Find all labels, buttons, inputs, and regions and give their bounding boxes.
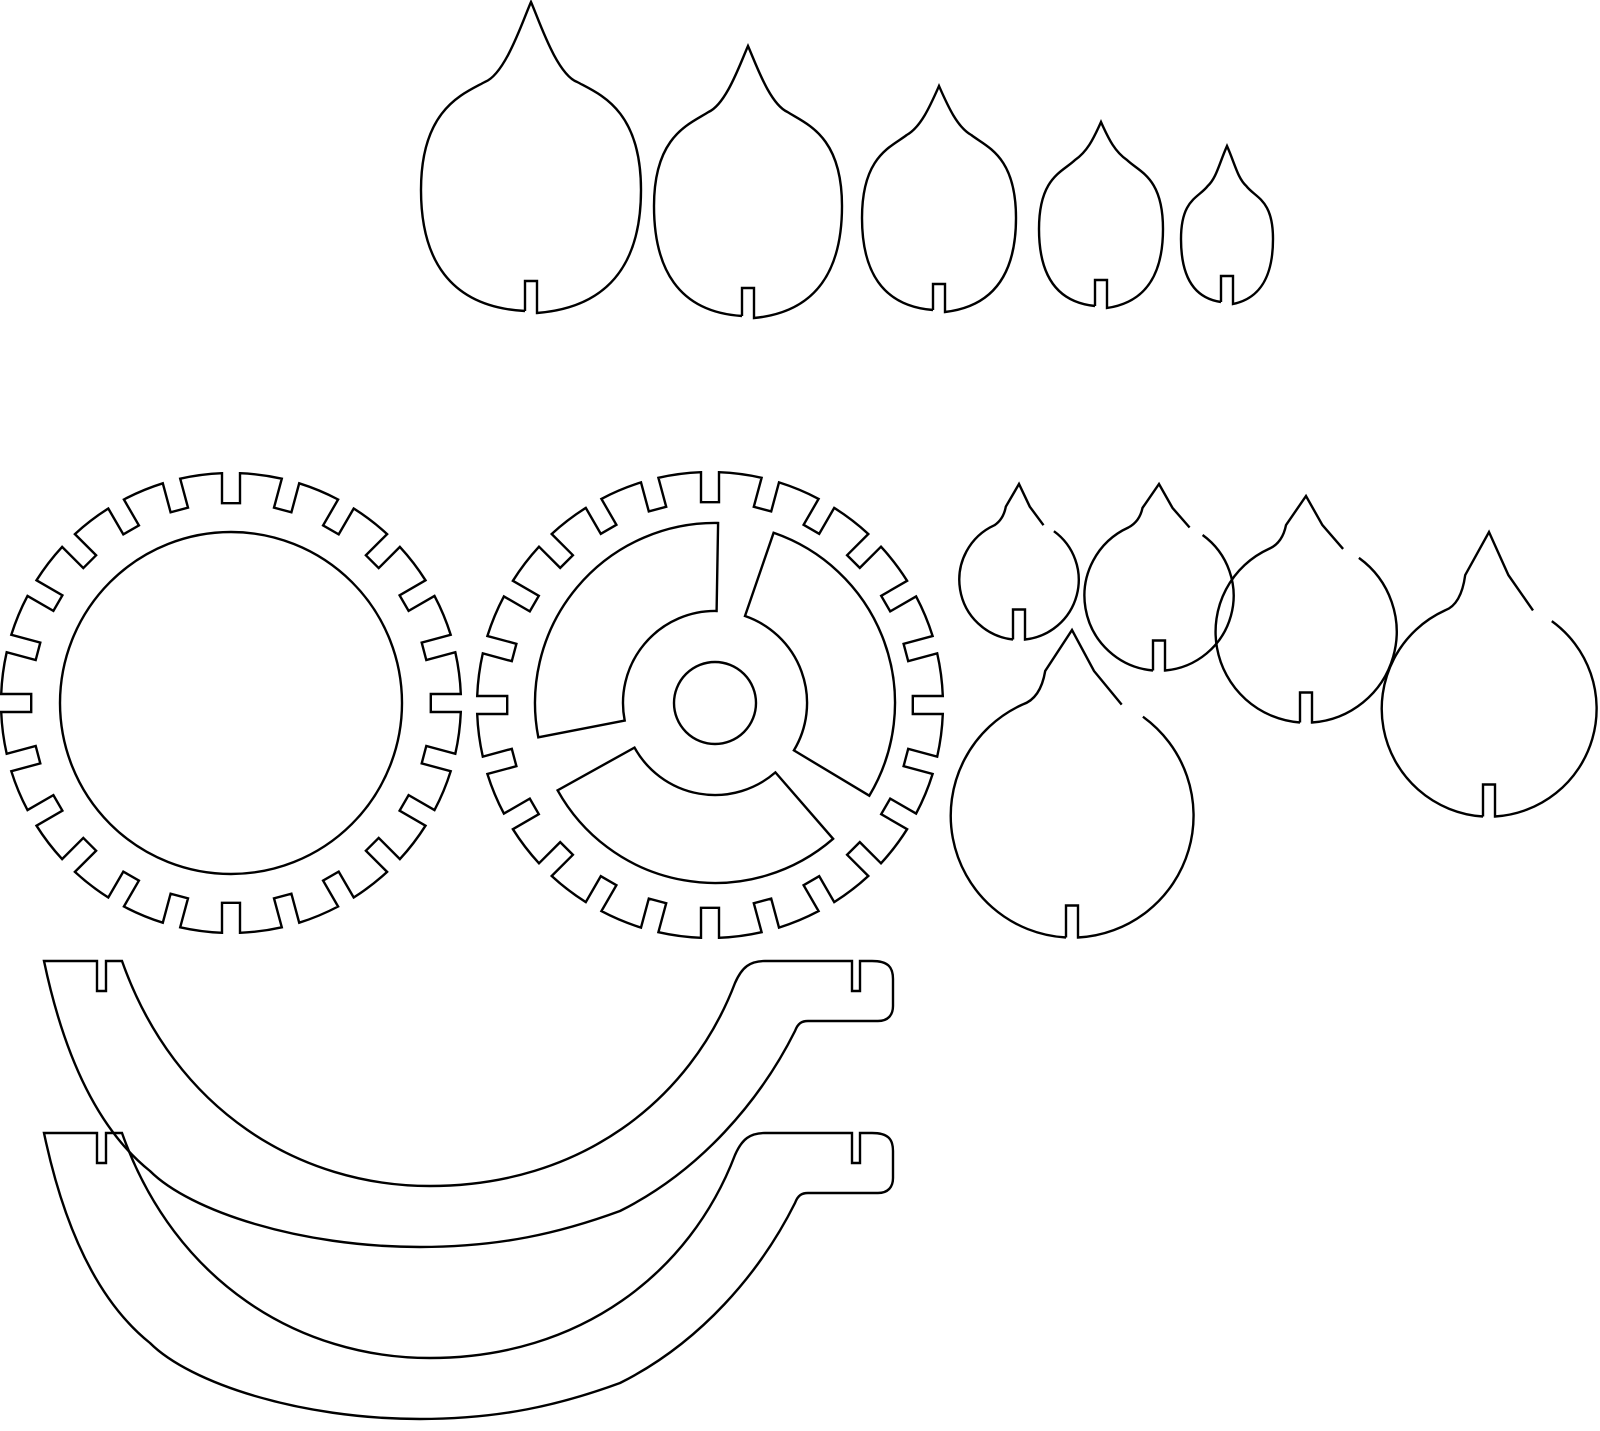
petal-4 — [1037, 119, 1165, 310]
petal-1 — [419, 0, 643, 315]
ring-outer-toothed-edge — [0, 471, 463, 935]
curved-arm-1 — [42, 959, 895, 1249]
wheel-sector-window-3 — [533, 521, 720, 739]
round-petal-3 — [1214, 493, 1398, 724]
round-petal-5 — [949, 627, 1195, 939]
round-petal-2 — [1083, 481, 1235, 672]
wheel-outer-toothed-edge — [475, 470, 945, 940]
wheel-sector-window-1 — [743, 531, 897, 798]
toothed-ring-part — [0, 471, 463, 935]
wheel-axle-hole — [672, 660, 758, 746]
petal-2 — [652, 43, 844, 320]
round-petal-4 — [1380, 529, 1598, 818]
curved-arm-parts — [42, 959, 895, 1421]
petal-row — [419, 0, 1275, 320]
curved-arm-2 — [42, 1131, 895, 1421]
petal-3 — [860, 83, 1018, 314]
toothed-hub-wheel-part — [475, 470, 945, 940]
round-petal-1 — [958, 481, 1080, 641]
wheel-sector-window-2 — [555, 745, 835, 885]
petal-5 — [1179, 143, 1275, 306]
ring-inner-cutout — [58, 530, 404, 876]
round-petal-cluster — [949, 481, 1598, 939]
